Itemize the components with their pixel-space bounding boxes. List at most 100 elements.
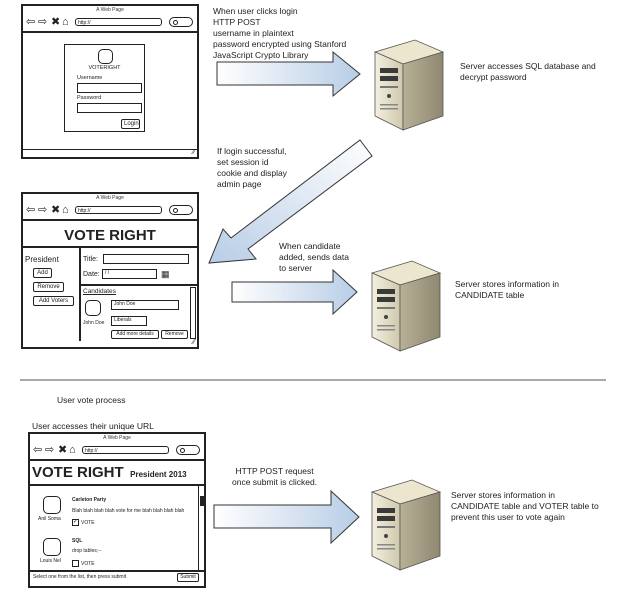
candidate-name-field[interactable]: John Doe — [111, 300, 179, 310]
stop-icon[interactable]: ✖ — [58, 444, 68, 456]
add-voters-button[interactable]: Add Voters — [33, 296, 74, 306]
forward-icon[interactable]: ⇨ — [38, 16, 48, 28]
vote-window: A Web Page ⇦ ⇨ ✖ ⌂ http:// VOTE RIGHT Pr… — [28, 432, 206, 588]
page-title: VOTE RIGHT — [32, 464, 124, 481]
add-button[interactable]: Add — [33, 268, 52, 278]
stop-icon[interactable]: ✖ — [51, 16, 61, 28]
date-field[interactable]: / / — [102, 269, 157, 279]
login-window: A Web Page ⇦ ⇨ ✖ ⌂ http:// ⁄⁄ VOTERIGHT … — [21, 4, 199, 159]
page-subtitle: President 2013 — [130, 470, 187, 479]
add-details-button[interactable]: Add more details — [111, 330, 159, 339]
arrow-vote-to-server — [213, 489, 360, 545]
back-icon[interactable]: ⇦ — [33, 444, 43, 456]
divider — [30, 570, 204, 572]
server3-note: Server stores information in CANDIDATE t… — [451, 490, 599, 522]
checked-checkbox-icon[interactable]: ✓ — [72, 519, 79, 526]
url-note: User accesses their unique URL — [32, 421, 154, 431]
page-title: VOTE RIGHT — [64, 227, 156, 244]
username-label: Username — [77, 75, 103, 81]
vote-checkbox[interactable]: ✓VOTE — [72, 519, 95, 527]
candidate-avatar — [85, 300, 101, 316]
candidate-party: Carleton Party — [72, 497, 107, 503]
submit-button[interactable]: Submit — [177, 573, 199, 582]
section-title: User vote process — [57, 395, 126, 405]
search-icon[interactable] — [169, 17, 193, 27]
back-icon[interactable]: ⇦ — [26, 16, 36, 28]
candidate-avatar — [43, 538, 61, 556]
window-title: A Web Page — [103, 435, 131, 441]
resize-grip-icon[interactable]: ⁄⁄ — [192, 339, 195, 346]
candidate-description: drop tables;-- — [72, 548, 102, 554]
vote-label: VOTE — [81, 560, 95, 567]
divider — [80, 284, 197, 286]
logo-text: VOTERIGHT — [88, 65, 121, 71]
logo-icon — [98, 49, 113, 64]
divider — [30, 484, 204, 486]
candidate-party-field[interactable]: Liberals — [111, 316, 147, 326]
url-bar[interactable]: http:// — [75, 206, 162, 214]
scrollbar[interactable] — [190, 287, 196, 339]
title-label: Title: — [83, 256, 98, 263]
stop-icon[interactable]: ✖ — [51, 204, 61, 216]
home-icon[interactable]: ⌂ — [62, 16, 69, 28]
username-field[interactable] — [77, 83, 142, 93]
remove-button[interactable]: Remove — [33, 282, 64, 292]
server-icon — [373, 39, 445, 131]
server2-note: Server stores information in CANDIDATE t… — [455, 279, 559, 300]
page-header: VOTE RIGHT President 2013 — [32, 464, 187, 482]
remove-candidate-button[interactable]: Remove — [161, 330, 188, 339]
login-button[interactable]: Login — [121, 119, 140, 129]
candidate-avatar — [43, 496, 61, 514]
post-note: HTTP POST request once submit is clicked… — [232, 466, 318, 487]
title-field[interactable] — [103, 254, 189, 264]
vote-label: VOTE — [81, 519, 95, 526]
candidate-note: When candidate added, sends data to serv… — [279, 241, 349, 273]
candidate-caption: Anil Soma — [38, 516, 61, 522]
footer-instructions: Select one from the list, then press sub… — [33, 574, 127, 580]
divider — [23, 246, 197, 248]
url-bar[interactable]: http:// — [82, 446, 169, 454]
candidate-party: SQL — [72, 538, 83, 544]
divider — [23, 31, 197, 33]
window-title: A Web Page — [96, 7, 124, 13]
server1-note: Server accesses SQL database and decrypt… — [460, 61, 596, 82]
server-icon — [370, 260, 442, 352]
browser-toolbar: ⇦ ⇨ ✖ ⌂ http:// — [30, 443, 204, 459]
server-icon — [370, 479, 442, 571]
browser-toolbar: ⇦ ⇨ ✖ ⌂ http:// — [23, 203, 197, 219]
password-field[interactable] — [77, 103, 142, 113]
candidate-caption: Louis Nel — [40, 558, 61, 564]
vote-checkbox[interactable]: VOTE — [72, 560, 95, 568]
checkbox-icon[interactable] — [72, 560, 79, 567]
candidate-description: Blah blah blah blah vote for me blah bla… — [72, 508, 185, 514]
search-icon[interactable] — [169, 205, 193, 215]
password-label: Password — [77, 95, 102, 101]
candidates-label: Candidates — [83, 288, 116, 295]
divider — [23, 219, 197, 221]
home-icon[interactable]: ⌂ — [62, 204, 69, 216]
back-icon[interactable]: ⇦ — [26, 204, 36, 216]
login-form: VOTERIGHT Username Password Login — [64, 44, 145, 132]
arrow-admin-to-server — [231, 268, 358, 316]
browser-toolbar: ⇦ ⇨ ✖ ⌂ http:// — [23, 15, 197, 31]
scrollbar-thumb[interactable] — [200, 496, 204, 506]
home-icon[interactable]: ⌂ — [69, 444, 76, 456]
candidate-caption: John Doe — [83, 320, 105, 326]
calendar-icon[interactable]: ▦ — [161, 269, 170, 279]
url-bar[interactable]: http:// — [75, 18, 162, 26]
arrow-server-to-admin — [208, 139, 373, 264]
scrollbar[interactable] — [198, 486, 205, 570]
sidebar-heading: President — [25, 255, 59, 264]
search-icon[interactable] — [176, 445, 200, 455]
forward-icon[interactable]: ⇨ — [38, 204, 48, 216]
sidebar-divider — [79, 247, 81, 341]
date-label: Date: — [83, 271, 100, 278]
login-note: When user clicks login HTTP POST usernam… — [213, 6, 347, 60]
divider — [23, 148, 197, 150]
divider — [30, 459, 204, 461]
resize-grip-icon[interactable]: ⁄⁄ — [192, 149, 195, 156]
forward-icon[interactable]: ⇨ — [45, 444, 55, 456]
admin-window: A Web Page ⇦ ⇨ ✖ ⌂ http:// VOTE RIGHT Pr… — [21, 192, 199, 349]
login-success-note: If login successful, set session id cook… — [217, 146, 287, 189]
